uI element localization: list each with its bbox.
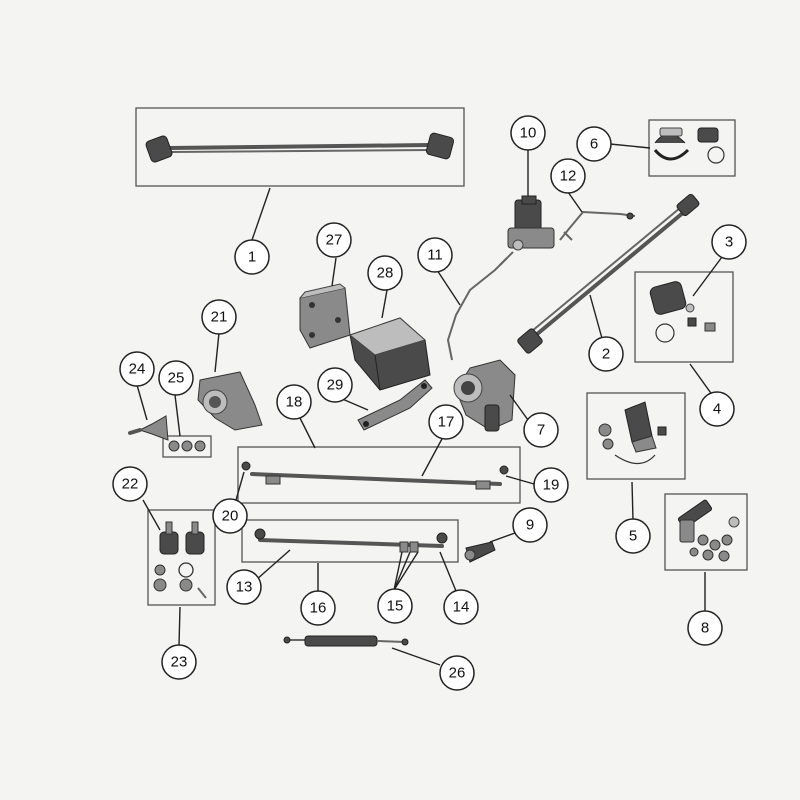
seal-kit xyxy=(653,127,725,164)
svg-text:20: 20 xyxy=(222,508,239,525)
gear-kit xyxy=(677,499,740,562)
callout-23: 23 xyxy=(161,644,197,680)
pressure-hose xyxy=(559,210,636,241)
mounting-bracket xyxy=(299,283,351,349)
callout-2: 2 xyxy=(588,336,624,372)
callout-21: 21 xyxy=(201,299,237,335)
box-part-1 xyxy=(135,107,465,187)
callout-28: 28 xyxy=(367,255,403,291)
callout-20: 20 xyxy=(212,498,248,534)
svg-text:15: 15 xyxy=(387,598,404,615)
callout-19: 19 xyxy=(533,467,569,503)
svg-text:17: 17 xyxy=(438,414,455,431)
callout-27: 27 xyxy=(316,222,352,258)
svg-text:25: 25 xyxy=(168,370,185,387)
steering-damper xyxy=(283,635,409,647)
box-part-4 xyxy=(634,271,734,363)
callout-12: 12 xyxy=(550,158,586,194)
spindle xyxy=(128,415,169,441)
boot-kit-5 xyxy=(598,401,667,465)
svg-text:19: 19 xyxy=(543,477,560,494)
svg-text:6: 6 xyxy=(590,136,598,153)
svg-text:7: 7 xyxy=(537,422,545,439)
callout-6: 6 xyxy=(576,126,612,162)
svg-text:11: 11 xyxy=(427,247,443,264)
bearings xyxy=(168,440,206,452)
svg-text:23: 23 xyxy=(171,654,188,671)
callout-4: 4 xyxy=(699,391,735,427)
callout-10: 10 xyxy=(510,115,546,151)
svg-text:10: 10 xyxy=(520,125,537,142)
callout-9: 9 xyxy=(512,507,548,543)
svg-text:27: 27 xyxy=(326,232,343,249)
callout-25: 25 xyxy=(158,360,194,396)
svg-text:21: 21 xyxy=(211,309,228,326)
box-part-8 xyxy=(664,493,748,571)
callout-7: 7 xyxy=(523,412,559,448)
callout-14: 14 xyxy=(443,589,479,625)
steering-shaft xyxy=(145,132,455,163)
callout-29: 29 xyxy=(317,367,353,403)
drag-link xyxy=(254,528,448,553)
callout-11: 11 xyxy=(417,237,453,273)
pitman-arm xyxy=(464,541,496,563)
steering-knuckle xyxy=(197,371,263,431)
power-steering-pump xyxy=(507,195,555,251)
svg-text:4: 4 xyxy=(713,401,721,418)
callout-26: 26 xyxy=(439,655,475,691)
svg-text:1: 1 xyxy=(248,249,256,266)
brace xyxy=(357,379,433,431)
svg-text:8: 8 xyxy=(701,620,709,637)
frame-bracket xyxy=(348,317,431,391)
callout-15: 15 xyxy=(377,588,413,624)
svg-text:24: 24 xyxy=(129,361,146,378)
steering-gear xyxy=(453,359,516,432)
svg-text:28: 28 xyxy=(377,265,394,282)
svg-text:2: 2 xyxy=(602,346,610,363)
callout-18: 18 xyxy=(276,384,312,420)
ball-joints xyxy=(153,521,207,599)
svg-text:26: 26 xyxy=(449,665,466,682)
svg-text:3: 3 xyxy=(725,234,733,251)
callout-22: 22 xyxy=(112,466,148,502)
box-part-18 xyxy=(237,446,521,504)
svg-text:5: 5 xyxy=(629,528,637,545)
callout-16: 16 xyxy=(300,590,336,626)
callout-5: 5 xyxy=(615,518,651,554)
intermediate-shaft xyxy=(517,193,700,354)
boot-kit xyxy=(649,281,716,343)
svg-text:9: 9 xyxy=(526,517,534,534)
box-part-25 xyxy=(162,435,212,458)
svg-text:16: 16 xyxy=(310,600,327,617)
svg-text:12: 12 xyxy=(560,168,577,185)
svg-text:13: 13 xyxy=(236,579,253,596)
svg-text:14: 14 xyxy=(453,599,470,616)
box-part-23 xyxy=(147,509,216,606)
callout-8: 8 xyxy=(687,610,723,646)
svg-text:29: 29 xyxy=(327,377,344,394)
tie-rod xyxy=(241,461,509,490)
callout-17: 17 xyxy=(428,404,464,440)
box-part-16 xyxy=(241,519,459,563)
box-part-5 xyxy=(586,392,686,480)
leader-lines xyxy=(136,143,723,666)
callout-3: 3 xyxy=(711,224,747,260)
svg-text:18: 18 xyxy=(286,394,303,411)
callout-1: 1 xyxy=(234,239,270,275)
return-hose xyxy=(446,251,514,361)
callout-13: 13 xyxy=(226,569,262,605)
svg-text:22: 22 xyxy=(122,476,139,493)
callout-24: 24 xyxy=(119,351,155,387)
